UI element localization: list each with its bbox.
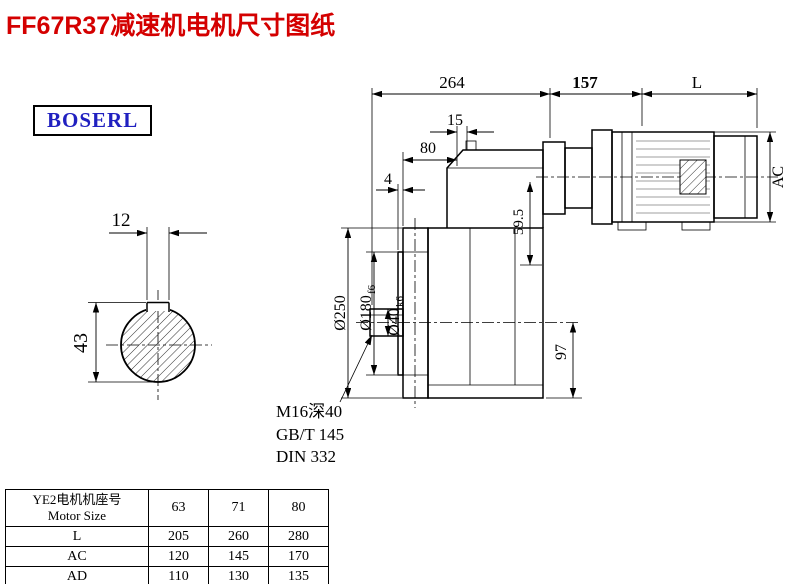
standard-din-annotation: DIN 332	[276, 447, 336, 466]
dim-264-label: 264	[439, 73, 465, 92]
dim-motor-length-label: L	[692, 73, 702, 92]
dim-dia40-label: Ø40	[386, 308, 403, 336]
shaft-end-view	[88, 227, 212, 400]
table-row-L: L 205 260 280	[5, 526, 329, 547]
dim-motor-height-label: AC	[770, 166, 787, 188]
dim-15-label: 15	[447, 112, 463, 129]
dimension-lines	[339, 88, 776, 403]
dim-dia180-tolerance: f6	[366, 284, 378, 294]
table-cell: 135	[268, 566, 329, 584]
table-column-80: 80	[268, 489, 329, 527]
dim-dia180-label: Ø180	[358, 295, 375, 331]
dim-keyway-width-label: 12	[112, 210, 131, 231]
dim-80-label: 80	[420, 140, 436, 157]
dim-59-5-label: 59.5	[511, 209, 527, 235]
gearbox-side-view	[356, 129, 778, 408]
table-row-AC: AC 120 145 170	[5, 546, 329, 567]
standard-gbt-annotation: GB/T 145	[276, 425, 344, 444]
motor-outline	[611, 131, 758, 231]
dim-keyway-depth-label: 43	[70, 333, 92, 353]
table-cell: 280	[268, 526, 329, 547]
table-column-63: 63	[148, 489, 209, 527]
table-cell: 120	[148, 546, 209, 567]
page-title: FF67R37减速机电机尺寸图纸	[6, 12, 336, 40]
motor-size-table: YE2电机机座号 Motor Size 63 71 80 L 205 260 2…	[5, 489, 329, 584]
table-cell: 130	[208, 566, 269, 584]
dim-4-label: 4	[384, 171, 392, 188]
table-header-cn: YE2电机机座号	[32, 491, 122, 507]
table-cell: 170	[268, 546, 329, 567]
dim-dia40-tolerance: k6	[394, 296, 406, 308]
dim-97-label: 97	[553, 344, 570, 360]
table-column-71: 71	[208, 489, 269, 527]
table-cell: 110	[148, 566, 209, 584]
dim-dia250-label: Ø250	[332, 295, 349, 331]
dim-157-label: 157	[572, 73, 598, 92]
table-header-cell: YE2电机机座号 Motor Size	[5, 489, 149, 527]
table-cell: 260	[208, 526, 269, 547]
brand-logo: BOSERL	[33, 105, 153, 136]
row-label-AC: AC	[5, 546, 149, 567]
table-row-AD: AD 110 130 135	[5, 566, 329, 584]
table-header-en: Motor Size	[47, 508, 107, 523]
table-cell: 145	[208, 546, 269, 567]
thread-annotation: M16深40	[276, 402, 342, 421]
table-header-row: YE2电机机座号 Motor Size 63 71 80	[5, 489, 329, 527]
row-label-L: L	[5, 526, 149, 547]
table-cell: 205	[148, 526, 209, 547]
row-label-AD: AD	[5, 566, 149, 584]
